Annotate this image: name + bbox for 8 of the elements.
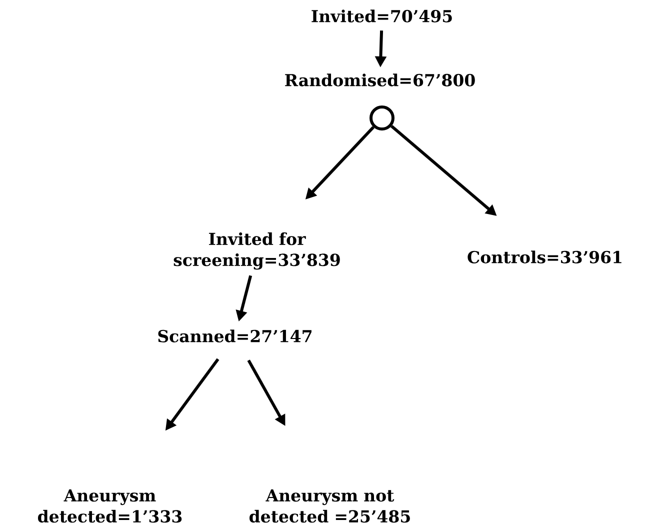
label-text: Aneurysm detected=1’333	[38, 489, 182, 523]
label-text: Controls=33’961	[468, 250, 622, 264]
label-text: Invited=70’495	[312, 10, 452, 22]
junction-circle	[370, 106, 394, 130]
label-text: Randomised=67’800	[285, 74, 475, 86]
label-text: Scanned=27’147	[158, 330, 312, 342]
label-text: Aneurysm not detected =25’485	[250, 489, 410, 523]
label-text: Invited for screening=33’839	[174, 232, 340, 270]
